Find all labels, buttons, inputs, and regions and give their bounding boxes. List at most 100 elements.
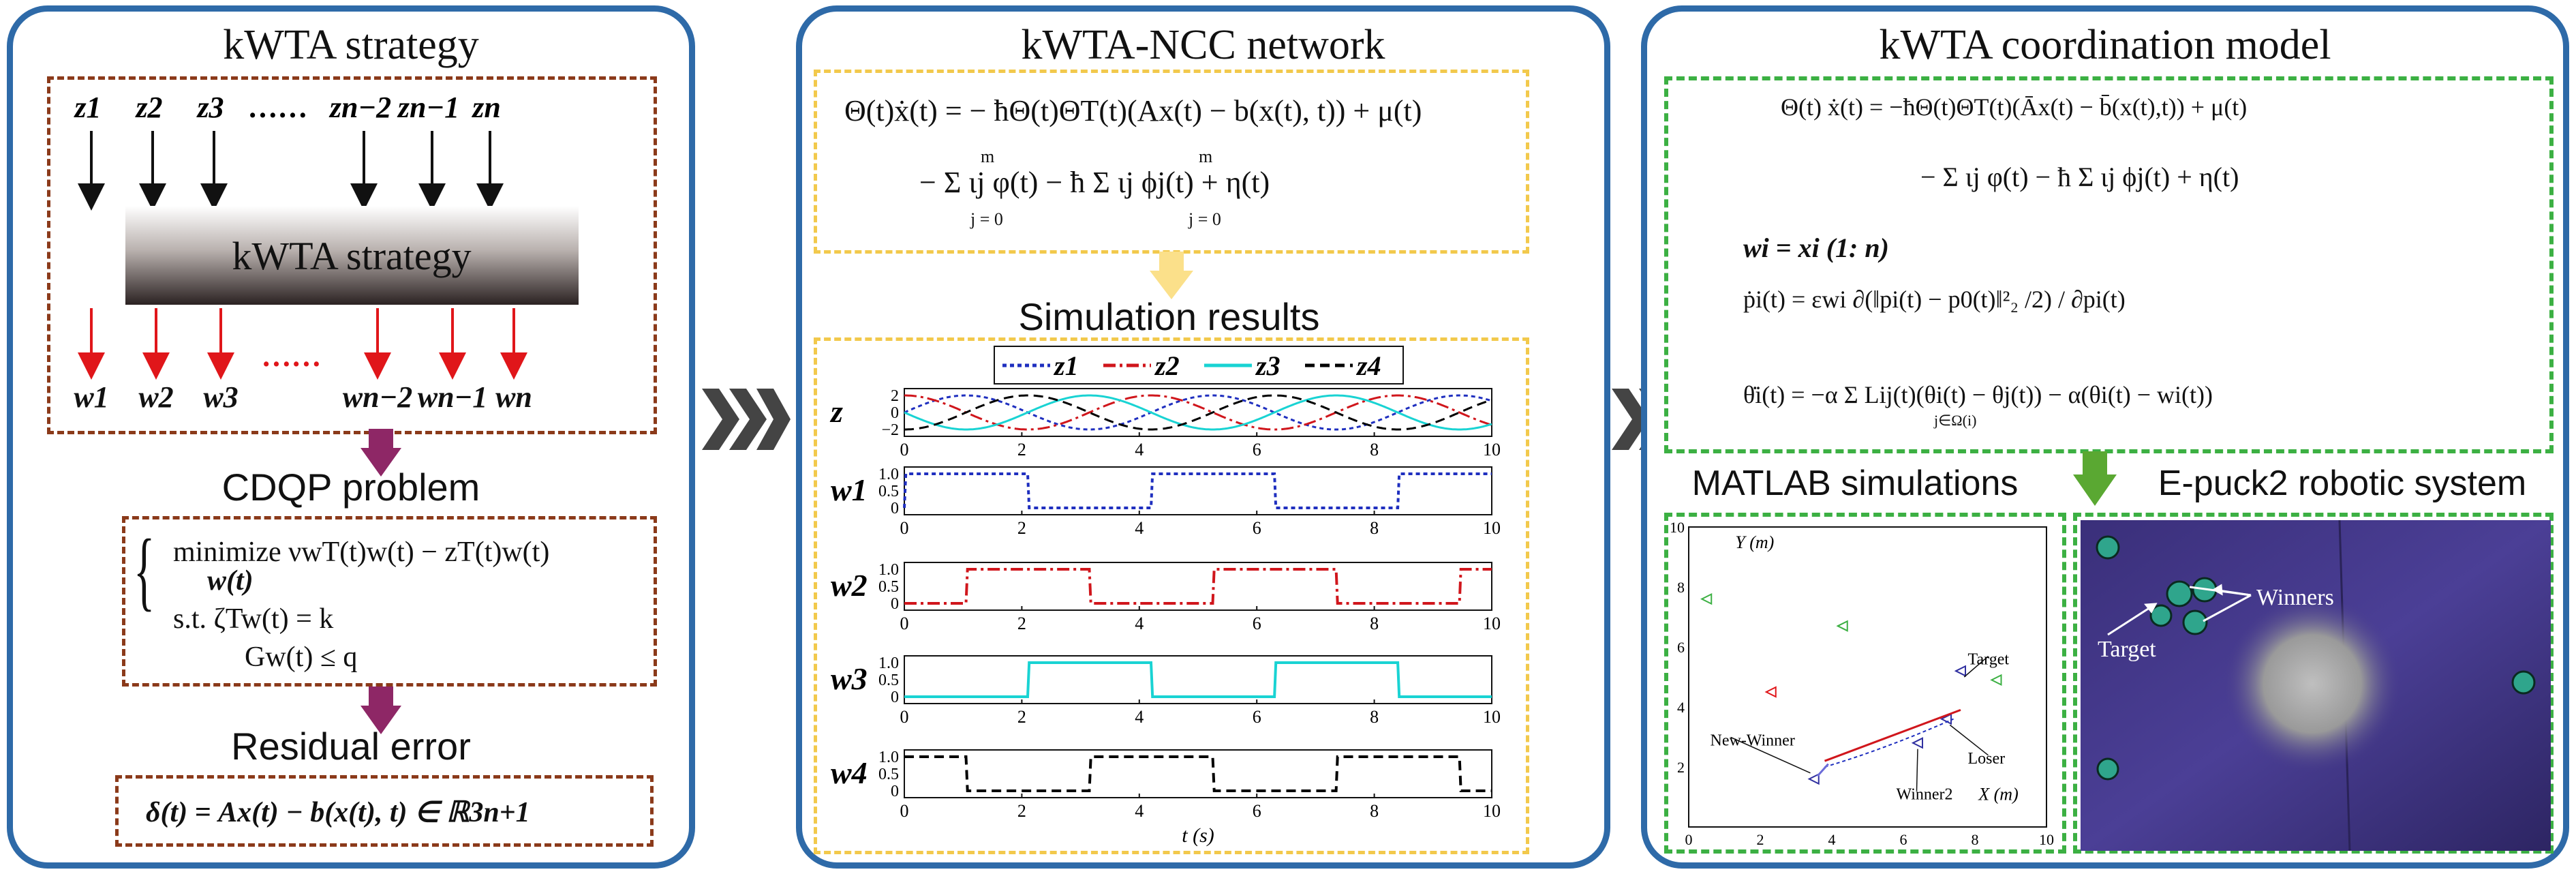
x-tick-label: 6: [1253, 518, 1261, 538]
matlab-y-tick: 6: [1677, 639, 1685, 656]
sum-lower-2: j = 0: [1189, 209, 1221, 229]
x-tick-label: 2: [1017, 801, 1026, 821]
robot-marker: [1764, 686, 1777, 698]
x-tick-label: 6: [1253, 440, 1261, 459]
x-tick-label: 0: [900, 707, 909, 727]
z-input-label: ……: [249, 91, 309, 124]
row-label: w3: [831, 661, 868, 696]
photo-label-target: Target: [2098, 637, 2156, 662]
ncc-equation-line-2: − Σ ιj φ(t) − ħ Σ ιj ϕj(t) + η(t): [919, 166, 1270, 199]
x-tick-label: 0: [900, 440, 909, 459]
down-arrow-3: [1150, 252, 1193, 299]
ncc-equation-box: Θ(t)ẋ(t) = − ħΘ(t)ΘT(t)(Ax(t) − b(x(t), …: [814, 70, 1529, 254]
matlab-x-tick: 6: [1900, 831, 1907, 848]
w-output-label: wn−1: [418, 380, 487, 414]
cdqp-variable: w(t): [207, 565, 254, 597]
z-input-label: z1: [73, 91, 101, 124]
z-input-label: zn−2: [328, 91, 391, 124]
w-output-label: w2: [138, 380, 173, 414]
epuck-box: Target Winners: [2073, 513, 2554, 854]
model-equation-1: Θ(t) ẋ(t) = −ħΘ(t)ΘT(t)(Āx(t) − b̄(x(t),…: [1781, 93, 2248, 121]
x-tick-label: 8: [1370, 440, 1379, 459]
z-input-label: zn: [471, 91, 501, 124]
matlab-y-tick: 10: [1670, 519, 1685, 536]
series-line-z1: [903, 472, 1492, 509]
y-tick-label: 0: [891, 783, 899, 800]
x-tick-label: 8: [1370, 707, 1379, 727]
ncc-equation-line-1: Θ(t)ẋ(t) = − ħΘ(t)ΘT(t)(Ax(t) − b(x(t), …: [844, 94, 1422, 127]
model-equation-2: − Σ ιj φ(t) − ħ Σ ιj ϕj(t) + η(t): [1920, 162, 2239, 192]
robot-6: [2096, 757, 2119, 781]
down-arrow-1: [361, 429, 401, 477]
x-tick-label: 2: [1017, 440, 1026, 459]
chevron-arrow-1: [702, 389, 791, 450]
z-input-label: z2: [134, 91, 162, 124]
series-line-z4: [904, 755, 1492, 792]
x-axis-label: t (s): [1182, 824, 1214, 847]
robot-marker: [1954, 665, 1966, 677]
robot-marker: [1990, 674, 2002, 687]
x-tick-label: 0: [900, 518, 909, 538]
right-panel: kWTA coordination model Θ(t) ẋ(t) = −ħΘ(…: [1641, 5, 2569, 869]
robot-4: [2149, 604, 2173, 627]
y-tick-label: 1.0: [878, 654, 899, 672]
matlab-annotation: New-Winner: [1711, 732, 1795, 749]
row-label: w1: [831, 472, 868, 507]
annotation-pointer: [1949, 724, 1989, 756]
x-tick-label: 6: [1253, 801, 1261, 821]
z-input-label: zn−1: [397, 91, 459, 124]
x-tick-label: 2: [1017, 518, 1026, 538]
cdqp-constraint-1: s.t. ζTw(t) = k: [173, 603, 334, 635]
kwta-strategy-block: [125, 206, 579, 305]
photo-label-winners: Winners: [2256, 585, 2334, 610]
epuck-photo: Target Winners: [2081, 520, 2551, 851]
matlab-x-tick: 2: [1757, 831, 1764, 848]
y-tick-label: 0.5: [878, 483, 899, 500]
annotation-pointer: [1730, 736, 1811, 774]
matlab-x-tick: 8: [1972, 831, 1979, 848]
robot-marker: [1807, 772, 1820, 785]
robot-winner-3: [2182, 609, 2208, 635]
robot-5: [2511, 670, 2536, 695]
y-tick-label: 1.0: [878, 749, 899, 766]
series-line-z4: [904, 394, 1492, 431]
matlab-axes: [1688, 526, 2047, 828]
x-tick-label: 2: [1017, 614, 1026, 633]
row-label: z: [829, 394, 843, 429]
x-tick-label: 10: [1483, 801, 1501, 821]
robot-marker: [1836, 620, 1848, 632]
matlab-x-tick: 0: [1685, 831, 1693, 848]
y-tick-label: 0.5: [878, 578, 899, 596]
model-equation-5: θ̇i(t) = −α Σ Lij(t)(θi(t) − θj(t)) − α(…: [1743, 381, 2213, 408]
matlab-x-tick: 4: [1828, 831, 1836, 848]
model-equation-4: ṗi(t) = εwi ∂(‖pi(t) − p0(t)‖²₂ /2) / ∂p…: [1743, 286, 2126, 313]
cdqp-constraint-2: Gw(t) ≤ q: [245, 642, 358, 673]
model-equation-3: wi = xi (1: n): [1743, 232, 1889, 263]
trajectory-loser: [1824, 718, 1954, 768]
matlab-x-label: X (m): [1978, 784, 2018, 804]
robot-marker: [1911, 737, 1923, 749]
series-line-z2: [904, 394, 1492, 431]
robot-winner-1: [2166, 580, 2193, 607]
y-tick-label: 0: [891, 404, 899, 422]
annotation-pointer: [1963, 656, 1989, 678]
annotation-pointer: [1916, 749, 1918, 792]
trajectory-new-winner: [1824, 708, 1961, 762]
left-panel-title: kWTA strategy: [223, 22, 479, 68]
x-tick-label: 2: [1017, 707, 1026, 727]
robot-marker: [1700, 592, 1713, 605]
y-tick-label: 0: [891, 689, 899, 706]
matlab-annotation: Winner2: [1897, 786, 1953, 804]
y-tick-label: 0.5: [878, 672, 899, 689]
x-tick-label: 6: [1253, 614, 1261, 633]
y-tick-label: −2: [881, 421, 899, 439]
kwta-block-label: kWTA strategy: [232, 234, 471, 278]
matlab-y-tick: 2: [1677, 759, 1685, 776]
